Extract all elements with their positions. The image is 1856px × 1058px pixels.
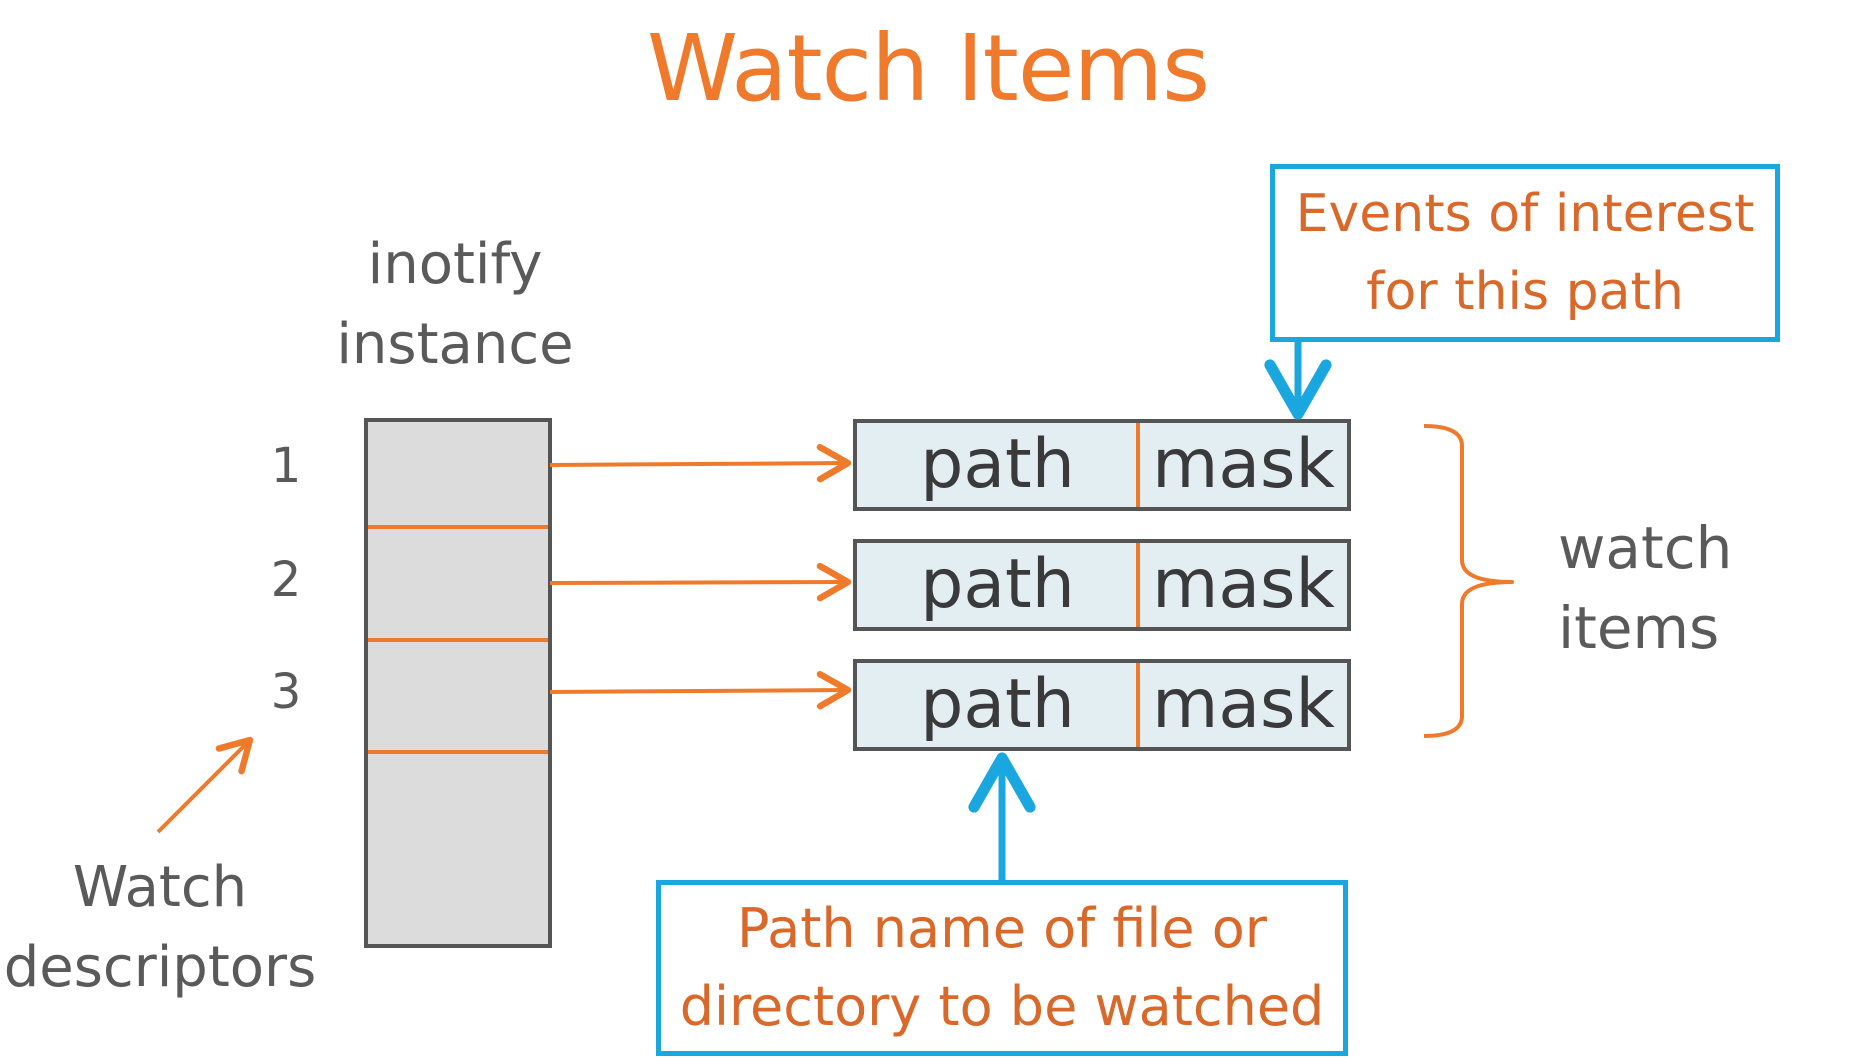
watch-descriptors-label: Watch descriptors — [3, 855, 317, 1000]
diagram-title: Watch Items — [646, 15, 1210, 122]
watch-item-box-1 — [853, 419, 1351, 511]
path-name-text: Path name of file or directory to be wat… — [679, 897, 1325, 1038]
watch-item-box-3 — [853, 659, 1351, 751]
descriptor-arrow-1 — [549, 443, 852, 483]
descriptor-number-2: 2 — [270, 552, 302, 608]
watch-item-path-2: path — [920, 545, 1075, 624]
inotify-instance-label: inotify instance — [336, 232, 574, 377]
events-of-interest-callout: Events of interest for this path — [1270, 164, 1780, 342]
watch-item-mask-1: mask — [1152, 425, 1335, 504]
descriptor-arrow-2 — [549, 562, 852, 602]
watch-item-mask-3: mask — [1152, 665, 1335, 744]
descriptor-arrow-3 — [549, 670, 852, 710]
watch-items-label: watch items — [1558, 508, 1732, 668]
watch-item-path-3: path — [920, 665, 1075, 744]
watch-item-box-2 — [853, 539, 1351, 631]
descriptor-number-1: 1 — [270, 438, 302, 494]
watch-descriptors-arrow — [156, 736, 254, 834]
path-name-callout: Path name of file or directory to be wat… — [656, 880, 1348, 1056]
watch-item-mask-2: mask — [1152, 545, 1335, 624]
events-of-interest-text: Events of interest for this path — [1295, 184, 1755, 322]
inotify-instance-table — [364, 418, 552, 948]
watch-item-path-1: path — [920, 425, 1075, 504]
watch-items-brace — [1423, 424, 1514, 738]
descriptor-number-3: 3 — [270, 664, 302, 720]
watch-items-label-text: watch items — [1558, 514, 1733, 662]
